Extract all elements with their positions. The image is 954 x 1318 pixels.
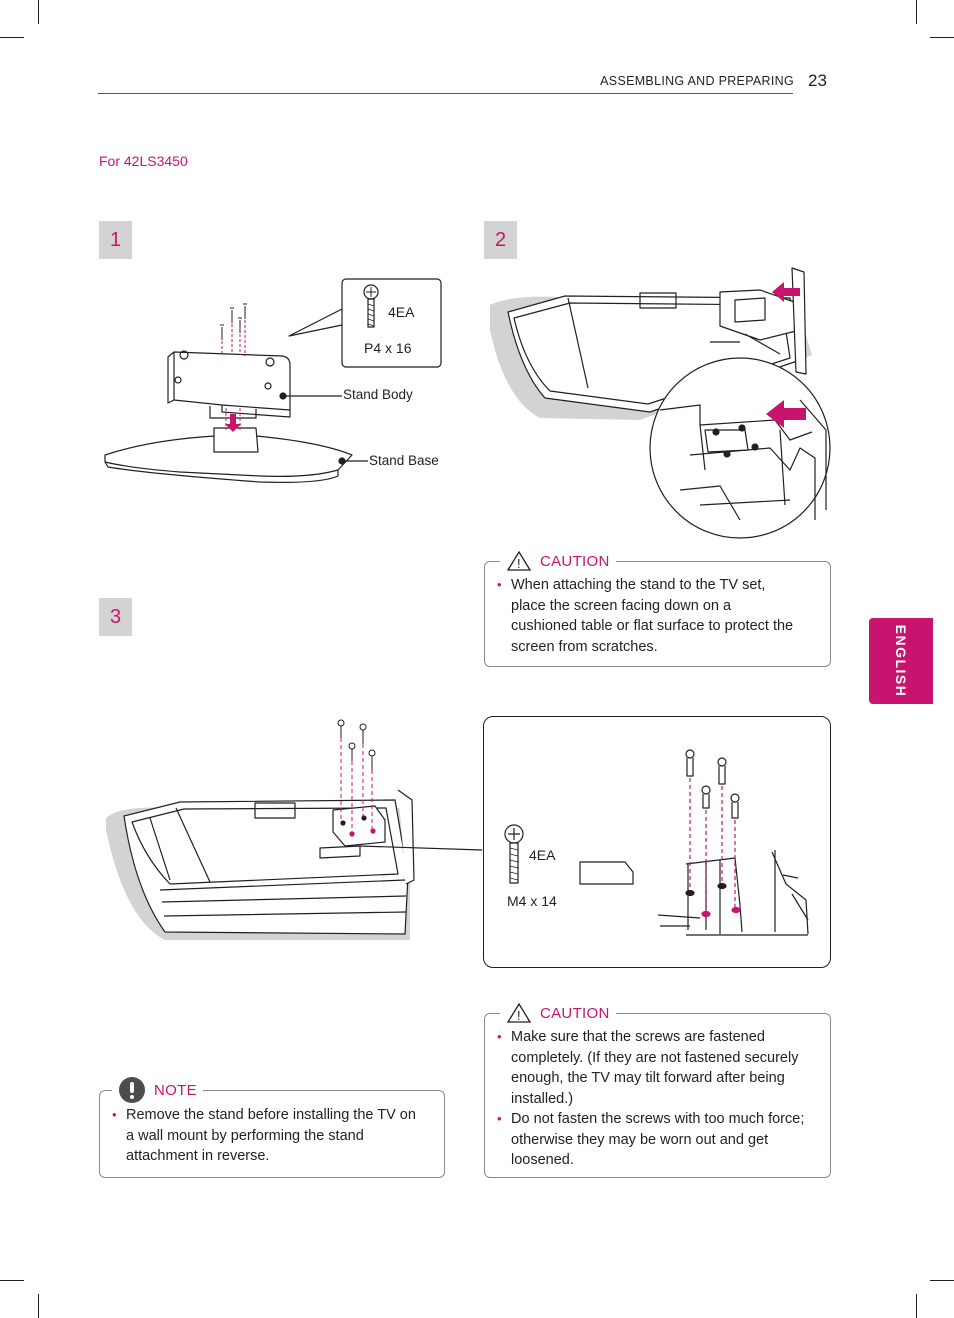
exclamation-icon — [119, 1077, 145, 1103]
crop-mark — [38, 0, 39, 24]
note-item: Remove the stand before installing the T… — [112, 1105, 417, 1167]
caution-list-1: When attaching the stand to the TV set, … — [497, 575, 797, 657]
header-rule — [98, 93, 793, 94]
page-number: 23 — [808, 71, 827, 90]
language-tab-label: ENGLISH — [893, 624, 909, 698]
label-stand-body: Stand Body — [343, 387, 413, 402]
caution-header-2: ! CAUTION — [500, 1002, 616, 1024]
note-list: Remove the stand before installing the T… — [112, 1105, 417, 1167]
step-1-badge: 1 — [99, 221, 132, 259]
crop-mark — [0, 37, 24, 38]
crop-mark — [0, 1280, 24, 1281]
model-label: For 42LS3450 — [99, 153, 188, 169]
screw-spec-m4: M4 x 14 — [507, 893, 557, 909]
caution-item: When attaching the stand to the TV set, … — [497, 575, 797, 657]
language-tab: ENGLISH — [869, 618, 933, 704]
caution-item: Do not fasten the screws with too much f… — [497, 1109, 812, 1171]
crop-mark — [916, 1294, 917, 1318]
crop-mark — [916, 0, 917, 24]
screw-quantity-p4: 4EA — [388, 304, 415, 320]
step-2-badge: 2 — [484, 221, 517, 259]
section-title: ASSEMBLING AND PREPARING — [600, 74, 794, 88]
svg-text:!: ! — [517, 1008, 521, 1023]
step-3-badge: 3 — [99, 598, 132, 636]
svg-text:!: ! — [517, 556, 521, 571]
note-header: NOTE — [112, 1077, 203, 1103]
caution-title-1: CAUTION — [540, 552, 610, 570]
crop-mark — [930, 37, 954, 38]
caution-title-2: CAUTION — [540, 1004, 610, 1022]
label-stand-base: Stand Base — [369, 453, 439, 468]
warning-triangle-icon: ! — [506, 1002, 532, 1023]
screw-quantity-m4: 4EA — [529, 847, 556, 863]
screw-spec-p4: P4 x 16 — [364, 340, 412, 356]
note-box — [99, 1090, 445, 1178]
step-3-detail-box — [483, 716, 831, 968]
caution-list-2: Make sure that the screws are fastened c… — [497, 1027, 812, 1171]
caution-header-1: ! CAUTION — [500, 550, 616, 572]
caution-box-1 — [484, 561, 831, 667]
note-title: NOTE — [154, 1081, 197, 1099]
crop-mark — [38, 1294, 39, 1318]
caution-box-2 — [484, 1013, 831, 1178]
crop-mark — [930, 1280, 954, 1281]
warning-triangle-icon: ! — [506, 550, 532, 571]
caution-item: Make sure that the screws are fastened c… — [497, 1027, 812, 1109]
